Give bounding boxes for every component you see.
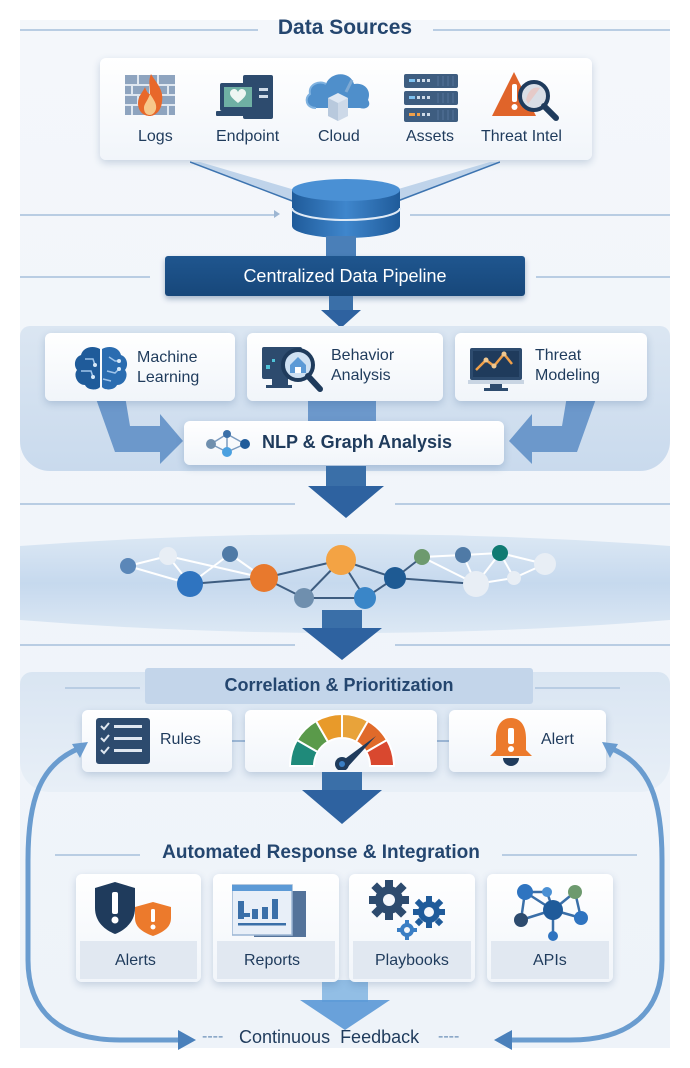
api-network-icon bbox=[513, 880, 589, 942]
graph-node bbox=[463, 571, 489, 597]
correlation-title-bar bbox=[145, 668, 533, 704]
card-label-bg bbox=[80, 941, 197, 979]
label-line: Machine bbox=[137, 349, 198, 366]
graph-node bbox=[492, 545, 508, 561]
monitor-chart-icon bbox=[468, 346, 524, 392]
label-line: Threat bbox=[535, 347, 582, 364]
divider-line bbox=[20, 214, 275, 216]
feedback-loop-arrow-left bbox=[20, 740, 200, 1050]
curved-arrow-left bbox=[95, 396, 185, 466]
divider-line bbox=[20, 644, 295, 646]
divider-line bbox=[395, 503, 670, 505]
continuous-feedback-label: Continuous Feedback bbox=[239, 1027, 420, 1047]
divider-line bbox=[20, 503, 295, 505]
graph-node bbox=[507, 571, 521, 585]
source-label-endpoint: Endpoint bbox=[216, 128, 280, 145]
connector-line bbox=[232, 740, 247, 742]
flow-arrow-down-icon bbox=[302, 610, 382, 662]
server-rack-icon bbox=[404, 74, 458, 122]
divider-line bbox=[20, 276, 150, 278]
nlp-graph-label: NLP & Graph Analysis bbox=[262, 432, 453, 452]
flow-arrow-down-icon bbox=[302, 772, 382, 824]
response-label-alerts: Alerts bbox=[115, 952, 156, 969]
endpoint-computer-icon bbox=[215, 74, 275, 120]
graph-node bbox=[294, 588, 314, 608]
divider-line bbox=[502, 854, 637, 856]
checklist-icon bbox=[96, 718, 150, 764]
centralized-data-pipeline: Centralized Data Pipeline bbox=[165, 256, 525, 296]
graph-node bbox=[177, 571, 203, 597]
nlp-graph-analysis-card[interactable] bbox=[184, 421, 504, 465]
divider-line bbox=[65, 687, 140, 689]
graph-node bbox=[354, 587, 376, 609]
warning-magnifier-icon bbox=[490, 70, 562, 122]
card-label-bg bbox=[353, 941, 471, 979]
graph-node bbox=[326, 545, 356, 575]
report-chart-icon bbox=[232, 883, 308, 939]
feedback-dash-left: ---- bbox=[202, 1028, 224, 1045]
card-label-bg bbox=[217, 941, 335, 979]
source-label-assets: Assets bbox=[406, 128, 455, 145]
graph-node bbox=[159, 547, 177, 565]
cloud-icon bbox=[302, 68, 374, 122]
graph-node bbox=[222, 546, 238, 562]
response-title: Automated Response & Integration bbox=[162, 842, 480, 863]
flow-arrow-down-icon bbox=[300, 980, 390, 1032]
brain-icon bbox=[73, 345, 129, 391]
source-label-logs: Logs bbox=[138, 128, 173, 145]
gears-icon bbox=[365, 876, 457, 942]
firewall-icon bbox=[124, 72, 176, 118]
data-sources-title: Data Sources bbox=[277, 16, 413, 39]
response-label-playbooks: Playbooks bbox=[375, 952, 449, 969]
label-line: Analysis bbox=[331, 367, 391, 384]
graph-node bbox=[414, 549, 430, 565]
database-icon bbox=[290, 178, 402, 240]
source-label-threat-intel: Threat Intel bbox=[481, 128, 562, 145]
graph-node bbox=[384, 567, 406, 589]
rules-label: Rules bbox=[160, 731, 201, 748]
label-line: Behavior bbox=[331, 347, 395, 364]
alert-label: Alert bbox=[541, 731, 574, 748]
graph-node bbox=[250, 564, 278, 592]
curved-arrow-right bbox=[507, 396, 597, 466]
feedback-loop-arrow-right bbox=[490, 740, 670, 1050]
risk-gauge-icon bbox=[286, 712, 398, 770]
graph-nodes-icon bbox=[203, 430, 255, 458]
alert-card[interactable] bbox=[449, 710, 606, 772]
graph-node bbox=[455, 547, 471, 563]
threat-graph-network bbox=[110, 540, 570, 620]
divider-line bbox=[20, 29, 258, 31]
flow-arrow-down-icon bbox=[308, 466, 384, 520]
divider-line bbox=[536, 276, 670, 278]
divider-line bbox=[395, 644, 670, 646]
bell-alert-icon bbox=[488, 716, 534, 768]
divider-line bbox=[433, 29, 670, 31]
response-label-apis: APIs bbox=[533, 952, 567, 969]
connector-arrow-icon bbox=[274, 210, 280, 218]
divider-line bbox=[55, 854, 140, 856]
graph-edge bbox=[167, 555, 265, 579]
graph-edge bbox=[394, 577, 477, 585]
graph-node bbox=[534, 553, 556, 575]
shield-alert-icon bbox=[93, 880, 173, 936]
label-line: Learning bbox=[137, 369, 200, 386]
divider-line bbox=[535, 687, 620, 689]
correlation-title: Correlation & Prioritization bbox=[224, 675, 454, 695]
source-label-cloud: Cloud bbox=[318, 128, 360, 145]
response-label-reports: Reports bbox=[244, 952, 301, 969]
graph-node bbox=[120, 558, 136, 574]
connector-line bbox=[436, 740, 451, 742]
label-line: Modeling bbox=[535, 367, 600, 384]
card-label-bg bbox=[491, 941, 609, 979]
flow-arrow-down-icon bbox=[321, 296, 361, 328]
monitor-magnifier-icon bbox=[260, 343, 326, 395]
gauge-segment bbox=[364, 738, 396, 767]
gauge-hub-center bbox=[339, 761, 345, 767]
feedback-dash-right: ---- bbox=[438, 1028, 460, 1045]
divider-line bbox=[410, 214, 670, 216]
